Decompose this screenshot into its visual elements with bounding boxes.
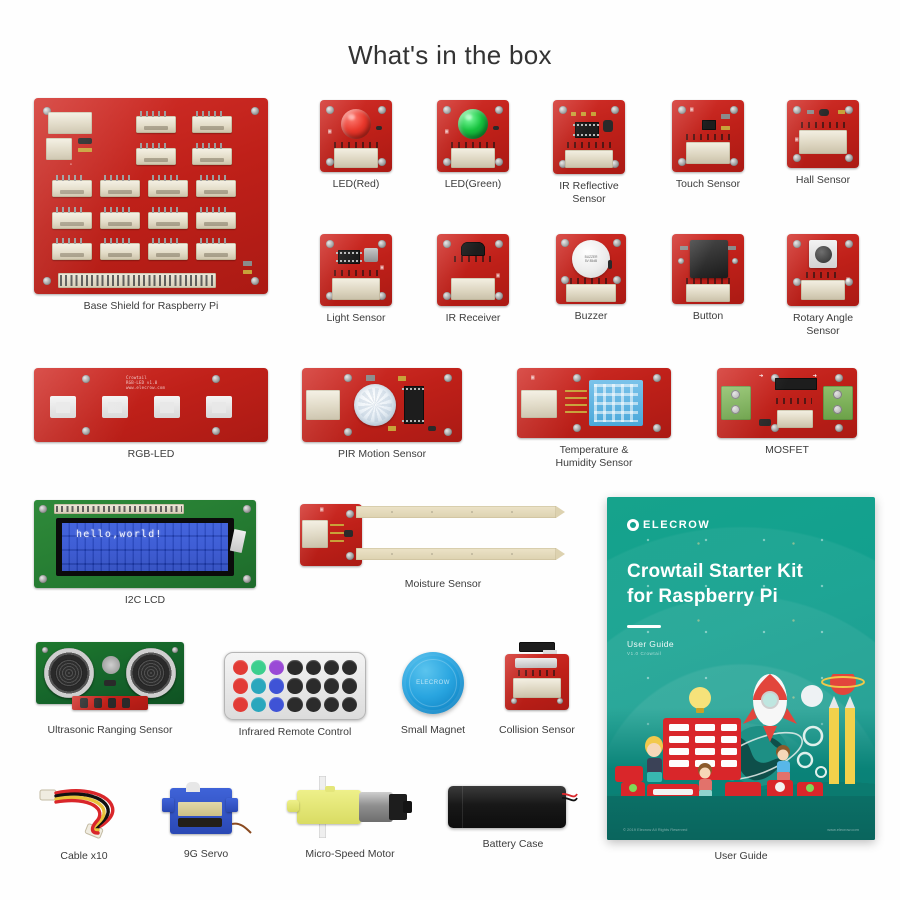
touch-sensor-image: ▣ xyxy=(672,100,744,172)
product-light-sensor[interactable]: ▣ Light Sensor xyxy=(320,234,392,325)
pir-motion-image xyxy=(302,368,462,442)
product-ultrasonic-ranging-sensor[interactable]: Ultrasonic Ranging Sensor xyxy=(36,642,184,737)
product-caption: RGB-LED xyxy=(127,448,175,460)
led-red-image: ▣ xyxy=(320,100,392,172)
product-caption: Buzzer xyxy=(574,310,608,322)
product-servo[interactable]: 9G Servo xyxy=(160,780,252,861)
booklet-footer: © 2019 Elecrow All Rights Reserved www.e… xyxy=(623,827,859,832)
product-caption: Rotary Angle Sensor xyxy=(792,312,854,337)
rotary-angle-image: ▣ xyxy=(787,234,859,306)
product-micro-speed-motor[interactable]: Micro-Speed Motor xyxy=(285,776,415,861)
base-shield-image: A xyxy=(34,98,268,294)
booklet-title: Crowtail Starter Kit for Raspberry Pi xyxy=(627,561,804,607)
product-caption: Battery Case xyxy=(482,838,544,850)
user-guide-image: ELECROW Crowtail Starter Kit for Raspber… xyxy=(607,497,875,840)
booklet-footer-right: www.elecrow.com xyxy=(827,827,859,832)
product-user-guide[interactable]: ELECROW Crowtail Starter Kit for Raspber… xyxy=(607,497,875,863)
product-temperature-humidity-sensor[interactable]: ▣ Temperature & Humidity Sensor xyxy=(517,368,671,469)
booklet-illustration xyxy=(607,674,875,814)
product-i2c-lcd[interactable]: hello,world! I2C LCD xyxy=(34,500,256,607)
small-magnet-image: ELECROW xyxy=(400,650,466,718)
button-image xyxy=(672,234,744,304)
servo-image xyxy=(160,780,252,842)
temp-humidity-image: ▣ xyxy=(517,368,671,438)
collision-sensor-image xyxy=(501,642,573,718)
product-caption: Base Shield for Raspberry Pi xyxy=(83,300,219,312)
product-button[interactable]: Button xyxy=(672,234,744,323)
product-ir-reflective-sensor[interactable]: IR Reflective Sensor xyxy=(553,100,625,205)
mosfet-image: ➜ ➜ xyxy=(717,368,857,438)
product-rotary-angle-sensor[interactable]: ▣ Rotary Angle Sensor xyxy=(787,234,859,337)
product-caption: User Guide xyxy=(714,850,768,862)
product-caption: 9G Servo xyxy=(183,848,229,860)
remote-keypad[interactable] xyxy=(233,660,357,712)
product-caption: Small Magnet xyxy=(400,724,466,736)
motor-image xyxy=(285,776,415,842)
moisture-sensor-image: ▣ xyxy=(300,500,586,570)
product-base-shield[interactable]: A Base Shield for Raspberry Pi xyxy=(34,98,268,313)
product-caption: MOSFET xyxy=(765,444,809,456)
product-cable[interactable]: Cable x10 xyxy=(36,778,132,863)
product-led-red[interactable]: ▣ LED(Red) xyxy=(320,100,392,191)
product-moisture-sensor[interactable]: ▣ Moisture Sensor xyxy=(300,500,586,591)
ir-receiver-image: ▣ xyxy=(437,234,509,306)
product-caption: Light Sensor xyxy=(326,312,386,324)
product-battery-case[interactable]: Battery Case xyxy=(448,784,578,851)
product-infrared-remote-control[interactable]: Infrared Remote Control xyxy=(220,650,370,739)
product-hall-sensor[interactable]: ▣ Hall Sensor xyxy=(787,100,859,187)
i2c-lcd-image: hello,world! xyxy=(34,500,256,588)
product-caption: LED(Red) xyxy=(332,178,380,190)
booklet-ground-decor xyxy=(607,796,875,840)
product-caption: Infrared Remote Control xyxy=(238,726,352,738)
product-caption: Micro-Speed Motor xyxy=(305,848,395,860)
product-small-magnet[interactable]: ELECROW Small Magnet xyxy=(400,650,466,737)
booklet-divider xyxy=(627,625,661,628)
product-caption: Ultrasonic Ranging Sensor xyxy=(47,724,173,736)
product-caption: Touch Sensor xyxy=(675,178,741,190)
led-green-image: ▣ xyxy=(437,100,509,172)
elecrow-logo: ELECROW xyxy=(627,519,710,531)
ir-remote-image xyxy=(220,650,370,720)
product-caption: IR Receiver xyxy=(445,312,501,324)
product-collision-sensor[interactable]: Collision Sensor xyxy=(499,642,575,737)
product-caption: LED(Green) xyxy=(444,178,502,190)
battery-case-image xyxy=(448,784,578,832)
product-caption: PIR Motion Sensor xyxy=(337,448,427,460)
product-caption: Moisture Sensor xyxy=(404,578,482,590)
product-caption: I2C LCD xyxy=(124,594,166,606)
cable-image xyxy=(36,778,132,844)
product-caption: Button xyxy=(692,310,724,322)
product-ir-receiver[interactable]: ▣ IR Receiver xyxy=(437,234,509,325)
product-mosfet[interactable]: ➜ ➜ MOSFET xyxy=(717,368,857,457)
product-caption: Hall Sensor xyxy=(795,174,851,186)
booklet-subtitle: User Guide xyxy=(627,639,674,649)
product-caption: Collision Sensor xyxy=(499,724,575,736)
product-caption: Cable x10 xyxy=(60,850,108,862)
elecrow-logo-text: ELECROW xyxy=(643,519,711,531)
booklet-footer-left: © 2019 Elecrow All Rights Reserved xyxy=(623,827,688,832)
light-sensor-image: ▣ xyxy=(320,234,392,306)
ir-reflective-image xyxy=(553,100,625,174)
product-touch-sensor[interactable]: ▣ Touch Sensor xyxy=(672,100,744,191)
product-led-green[interactable]: ▣ LED(Green) xyxy=(437,100,509,191)
elecrow-mark-icon xyxy=(627,519,639,531)
ultrasonic-image xyxy=(36,642,184,718)
booklet-subtitle-small: V1.0 Crowtail xyxy=(627,651,662,656)
product-pir-motion-sensor[interactable]: PIR Motion Sensor xyxy=(302,368,462,461)
product-caption: IR Reflective Sensor xyxy=(559,180,619,205)
booklet-cover: ELECROW Crowtail Starter Kit for Raspber… xyxy=(607,497,875,840)
magnet-logo-text: ELECROW xyxy=(416,680,450,686)
hall-sensor-image: ▣ xyxy=(787,100,859,168)
product-caption: Temperature & Humidity Sensor xyxy=(555,444,633,469)
page-title: What's in the box xyxy=(348,40,552,70)
cable-svg xyxy=(39,789,115,839)
lcd-display-text: hello,world! xyxy=(76,529,163,540)
